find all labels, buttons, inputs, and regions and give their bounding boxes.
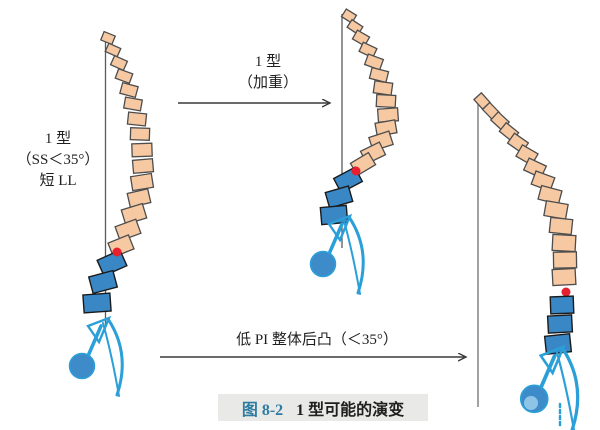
vertebra	[543, 199, 569, 221]
vertebra	[109, 54, 129, 72]
vertebra	[122, 96, 144, 112]
vertebra	[358, 41, 378, 59]
vertebra	[549, 295, 575, 315]
vertebra	[131, 157, 155, 175]
lumbar-vertebrae	[82, 249, 128, 314]
spine-stage-1	[67, 30, 155, 398]
vertebra	[131, 142, 153, 158]
vertebra	[372, 80, 394, 96]
vertebra	[351, 29, 371, 47]
stage1-label-line2: （SS＜35°）	[16, 152, 100, 168]
vertebra	[114, 218, 142, 242]
vertebra	[375, 93, 397, 109]
vertebra	[324, 185, 354, 209]
vertebra	[99, 30, 117, 46]
thoracic-vertebrae	[473, 91, 578, 287]
vertebra	[114, 67, 134, 85]
thoracic-vertebrae	[99, 30, 155, 258]
vertebra	[96, 249, 128, 277]
vertebra	[368, 66, 390, 84]
vertebra	[552, 251, 578, 269]
thoracic-vertebrae	[340, 8, 400, 177]
spine-stage-2	[308, 8, 400, 296]
apex-marker-dot	[112, 247, 122, 257]
vertebra	[543, 332, 573, 356]
vertebra	[546, 314, 574, 334]
vertebra	[548, 216, 574, 236]
figure-number: 图 8-2	[241, 401, 284, 419]
vertebra	[551, 233, 577, 253]
pelvis-sketch	[67, 316, 125, 398]
apex-marker-dot	[351, 166, 361, 176]
vertebra	[82, 292, 112, 314]
vertebra	[126, 111, 148, 127]
stage1-label-line1: 1 型	[44, 131, 72, 147]
vertebra	[104, 42, 122, 58]
apex-marker-dot	[561, 287, 571, 297]
figure-title: 1 型可能的演变	[296, 401, 405, 419]
vertebra	[129, 126, 151, 142]
stage1-label: 1 型 （SS＜35°） 短 LL	[12, 129, 104, 192]
arrow-bottom-label: 低 PI 整体后凸（＜35°）	[166, 330, 468, 351]
arrow-bottom-label-text: 低 PI 整体后凸（＜35°）	[236, 332, 398, 348]
arrow-top-label-line1: 1 型	[254, 54, 282, 70]
vertebra	[87, 269, 119, 295]
vertebra	[119, 81, 139, 99]
lumbar-vertebrae	[543, 295, 575, 356]
pelvis-sketch	[308, 214, 366, 296]
lumbar-vertebrae	[319, 166, 364, 226]
vertebra	[129, 172, 155, 192]
stage1-label-line3: 短 LL	[39, 173, 77, 189]
spine-stage-3	[473, 91, 580, 430]
arrow-top-label-line2: （加重）	[237, 75, 298, 91]
femoral-head-highlight	[524, 396, 538, 410]
pelvis-sketch	[518, 345, 580, 430]
vertebra	[551, 267, 577, 287]
figure-caption: 图 8-2 1 型可能的演变	[218, 394, 428, 421]
arrow-top-label: 1 型 （加重）	[210, 52, 326, 94]
